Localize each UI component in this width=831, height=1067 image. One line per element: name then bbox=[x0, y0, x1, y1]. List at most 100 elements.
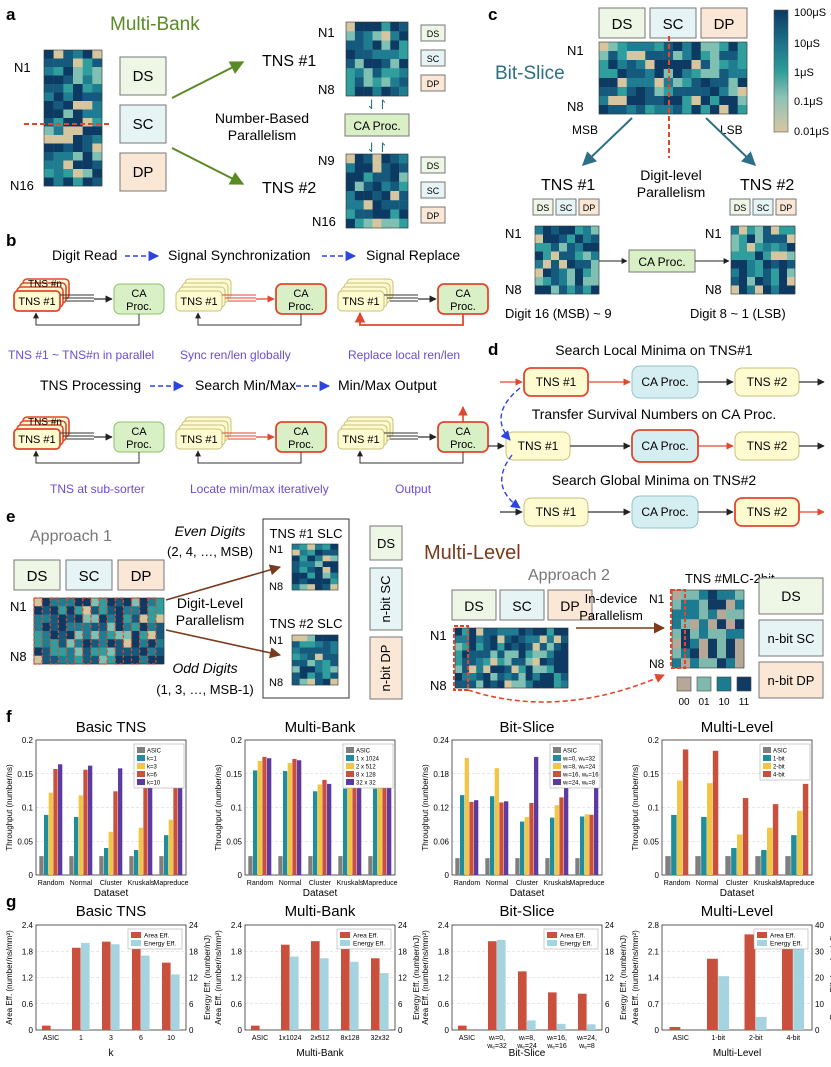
matrix-cell bbox=[307, 555, 316, 562]
matrix-cell bbox=[372, 22, 382, 32]
matrix-cell bbox=[299, 572, 308, 579]
matrix-cell bbox=[737, 87, 748, 97]
e-dp-box2 bbox=[547, 589, 593, 621]
e-nbitsc-box3-text: n-bit SC bbox=[768, 631, 815, 646]
matrix-cell bbox=[53, 126, 64, 136]
matrix-cell bbox=[381, 200, 391, 210]
matrix-cell bbox=[299, 647, 308, 654]
matrix-cell bbox=[626, 87, 637, 97]
matrix-cell bbox=[363, 68, 373, 78]
matrix-cell bbox=[73, 135, 83, 144]
matrix-cell bbox=[483, 628, 491, 636]
matrix-cell bbox=[363, 181, 373, 192]
matrix-cell bbox=[346, 154, 356, 164]
matrix-cell bbox=[672, 619, 682, 630]
y-tick-label: 0 bbox=[655, 1026, 660, 1035]
matrix-cell bbox=[681, 648, 691, 659]
x-tick-label: wₗ=24, bbox=[576, 1035, 597, 1042]
y-tick-label: 0.1 bbox=[22, 804, 34, 813]
tns-label: TNS #1 bbox=[18, 434, 55, 446]
bar bbox=[108, 831, 113, 875]
matrix-cell bbox=[539, 650, 548, 659]
matrix-cell bbox=[346, 200, 356, 210]
bar bbox=[138, 827, 143, 875]
legend-swatch bbox=[547, 940, 557, 946]
matrix-cell bbox=[74, 647, 83, 656]
matrix-cell bbox=[82, 50, 93, 59]
matrix-cell bbox=[82, 152, 93, 161]
matrix-cell bbox=[739, 277, 748, 286]
bar bbox=[251, 1025, 260, 1031]
matrix-cell bbox=[654, 69, 664, 79]
matrix-cell bbox=[63, 58, 74, 68]
matrix-cell bbox=[315, 572, 323, 579]
matrix-cell bbox=[131, 647, 140, 656]
matrix-cell bbox=[292, 555, 300, 562]
c-n8-left: N8 bbox=[505, 282, 522, 297]
matrix-cell bbox=[42, 655, 51, 665]
matrix-cell bbox=[372, 209, 382, 219]
legend-label: 32 x 32 bbox=[356, 781, 376, 787]
matrix-cell bbox=[53, 152, 64, 161]
matrix-cell bbox=[44, 109, 54, 119]
e-nbitdp-right bbox=[369, 636, 403, 700]
matrix-cell bbox=[691, 105, 701, 115]
matrix-cell bbox=[381, 181, 391, 192]
x-axis-label: Bit-Slice bbox=[509, 1048, 546, 1059]
matrix-cell bbox=[123, 631, 132, 640]
a-dp-mini1-text: DP bbox=[427, 79, 440, 89]
bar bbox=[534, 756, 539, 876]
tns-card bbox=[337, 290, 385, 312]
y-right-tick-label: 0 bbox=[605, 1026, 610, 1035]
x-tick-label: ASIC bbox=[252, 1035, 268, 1042]
matrix-cell bbox=[90, 598, 100, 607]
matrix-cell bbox=[44, 143, 54, 153]
matrix-cell bbox=[575, 260, 584, 269]
matrix-cell bbox=[53, 101, 64, 110]
matrix-cell bbox=[728, 87, 738, 97]
matrix-cell bbox=[44, 67, 54, 76]
e-dp-box bbox=[117, 559, 165, 591]
matrix-cell bbox=[525, 643, 533, 651]
matrix-cell bbox=[330, 549, 339, 556]
matrix-cell bbox=[654, 60, 664, 70]
matrix-cell bbox=[363, 172, 373, 182]
matrix-cell bbox=[363, 163, 373, 173]
bar bbox=[262, 756, 267, 876]
legend-swatch bbox=[137, 747, 145, 753]
matrix-cell bbox=[399, 218, 409, 229]
matrix-cell bbox=[608, 42, 618, 52]
bar bbox=[88, 765, 93, 875]
matrix-cell bbox=[53, 143, 64, 153]
matrix-cell bbox=[363, 49, 373, 60]
matrix-cell bbox=[532, 673, 540, 681]
matrix-cell bbox=[535, 226, 544, 235]
matrix-cell bbox=[779, 234, 788, 244]
matrix-cell bbox=[543, 268, 552, 278]
matrix-cell bbox=[50, 614, 59, 623]
matrix-cell bbox=[372, 31, 382, 41]
matrix-cell bbox=[691, 96, 701, 106]
matrix-cell bbox=[123, 598, 132, 607]
matrix-cell bbox=[399, 200, 409, 210]
matrix-cell bbox=[763, 268, 772, 278]
x-tick-label: Mapreduce bbox=[153, 880, 188, 887]
matrix-cell bbox=[354, 59, 364, 69]
matrix-cell bbox=[292, 635, 300, 642]
matrix-cell bbox=[44, 50, 54, 59]
matrix-cell bbox=[73, 58, 83, 68]
matrix-cell bbox=[42, 622, 51, 632]
c-dp-mini2-text: DP bbox=[780, 203, 793, 213]
matrix-cell bbox=[511, 680, 519, 689]
level-label: 11 bbox=[739, 697, 750, 708]
matrix-cell bbox=[63, 135, 74, 144]
matrix-cell bbox=[58, 647, 67, 656]
matrix-cell bbox=[483, 673, 491, 681]
matrix-cell bbox=[710, 51, 720, 61]
legend-swatch bbox=[346, 771, 354, 777]
e-even-1: Even Digits bbox=[175, 523, 246, 539]
matrix-cell bbox=[728, 96, 738, 106]
bar bbox=[504, 801, 509, 875]
